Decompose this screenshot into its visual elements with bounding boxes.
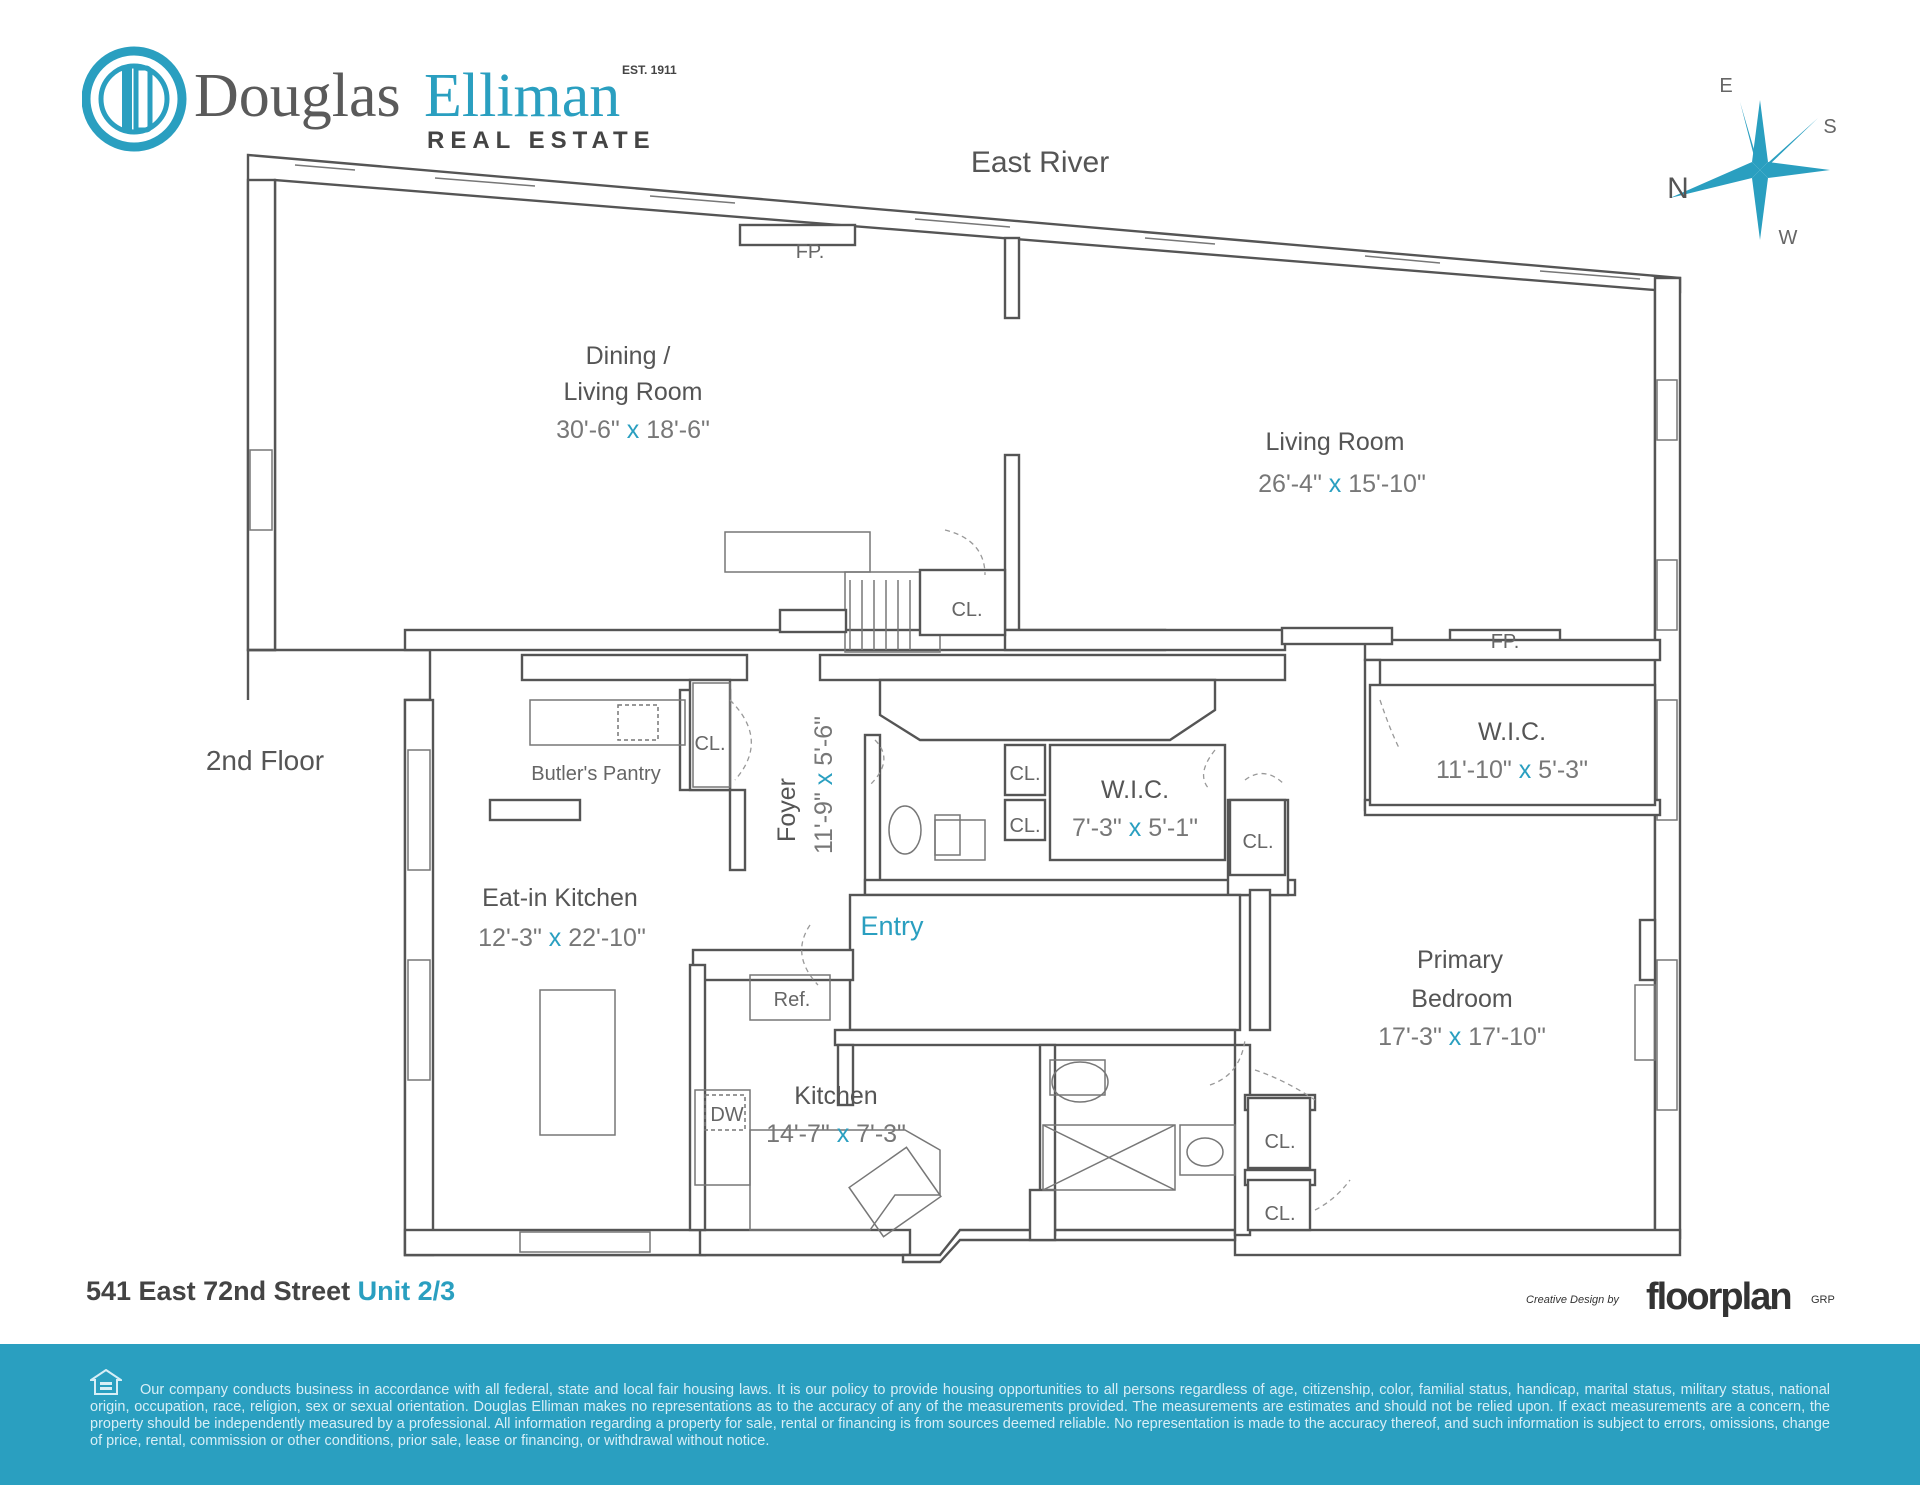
compass-n-label: N	[1667, 172, 1689, 205]
logo-name-part2: Elliman	[424, 62, 620, 130]
wic-right-name: W.I.C.	[1478, 718, 1546, 746]
foyer-label-group: Foyer	[773, 778, 801, 842]
closet-label-5: CL.	[1242, 831, 1273, 853]
legal-disclaimer: Our company conducts business in accorda…	[90, 1382, 1830, 1449]
unit-number: Unit 2/3	[357, 1276, 456, 1306]
butlers-pantry-name: Butler's Pantry	[531, 763, 660, 785]
equal-housing-icon	[90, 1369, 122, 1395]
closet-label-4: CL.	[1009, 815, 1040, 837]
foyer-dims-group: 11'-9" x 5'-6"	[810, 716, 838, 854]
wic-center-name: W.I.C.	[1101, 776, 1169, 804]
footer-band: Our company conducts business in accorda…	[0, 1344, 1920, 1485]
orientation-label: East River	[971, 146, 1109, 179]
douglas-elliman-logo: Douglas Elliman EST. 1911 REAL ESTATE	[82, 46, 677, 154]
dining-living-dims: 30'-6" x 18'-6"	[556, 416, 710, 444]
kitchen-dims: 14'-7" x 7'-3"	[766, 1120, 906, 1148]
fireplace-label-top: FP.	[796, 241, 825, 263]
foyer-dims: 11'-9" x 5'-6"	[810, 716, 838, 854]
compass-w-label: W	[1779, 227, 1798, 249]
refrigerator-label: Ref.	[774, 989, 811, 1011]
credit-suffix: GRP	[1811, 1294, 1835, 1306]
entry-label: Entry	[860, 911, 924, 941]
eat-in-kitchen-dims: 12'-3" x 22'-10"	[478, 924, 646, 952]
foyer-name: Foyer	[773, 778, 801, 842]
floor-label: 2nd Floor	[206, 745, 324, 776]
dishwasher-label: DW	[710, 1104, 743, 1126]
primary-bedroom-name-1: Primary	[1417, 946, 1504, 974]
compass-s-label: S	[1823, 116, 1836, 138]
dining-living-name-1: Dining /	[586, 342, 671, 370]
credit-brand: floorplan	[1646, 1276, 1793, 1318]
closet-label-2: CL.	[694, 733, 725, 755]
eat-in-kitchen-name: Eat-in Kitchen	[482, 884, 638, 912]
kitchen-name: Kitchen	[794, 1082, 877, 1110]
wic-right-dims: 11'-10" x 5'-3"	[1436, 756, 1588, 784]
compass-icon	[1670, 100, 1830, 240]
dining-living-name-2: Living Room	[564, 378, 703, 406]
primary-bedroom-dims: 17'-3" x 17'-10"	[1378, 1023, 1546, 1051]
closet-label-6: CL.	[1264, 1131, 1295, 1153]
closet-label-3: CL.	[1009, 763, 1040, 785]
primary-bedroom-name-2: Bedroom	[1411, 985, 1512, 1013]
logo-established: EST. 1911	[622, 63, 677, 77]
fireplace-top	[738, 223, 857, 247]
wic-center-dims: 7'-3" x 5'-1"	[1072, 814, 1198, 842]
design-credit: Creative Design by floorplan GRP	[1526, 1276, 1846, 1318]
credit-prefix: Creative Design by	[1526, 1294, 1619, 1306]
closet-label-1: CL.	[951, 599, 982, 621]
living-room-dims: 26'-4" x 15'-10"	[1258, 470, 1426, 498]
closet-label-7: CL.	[1264, 1203, 1295, 1225]
logo-subtitle: REAL ESTATE	[427, 127, 656, 154]
exterior-walls	[246, 153, 1682, 1264]
fireplace-label-bedroom: FP.	[1491, 631, 1520, 653]
logo-ring-icon	[82, 46, 187, 152]
property-address: 541 East 72nd Street Unit 2/3	[86, 1276, 455, 1307]
logo-name-part1: Douglas	[194, 62, 401, 130]
street-address: 541 East 72nd Street	[86, 1276, 351, 1306]
compass-e-label: E	[1719, 75, 1732, 97]
living-room-name: Living Room	[1266, 428, 1405, 456]
